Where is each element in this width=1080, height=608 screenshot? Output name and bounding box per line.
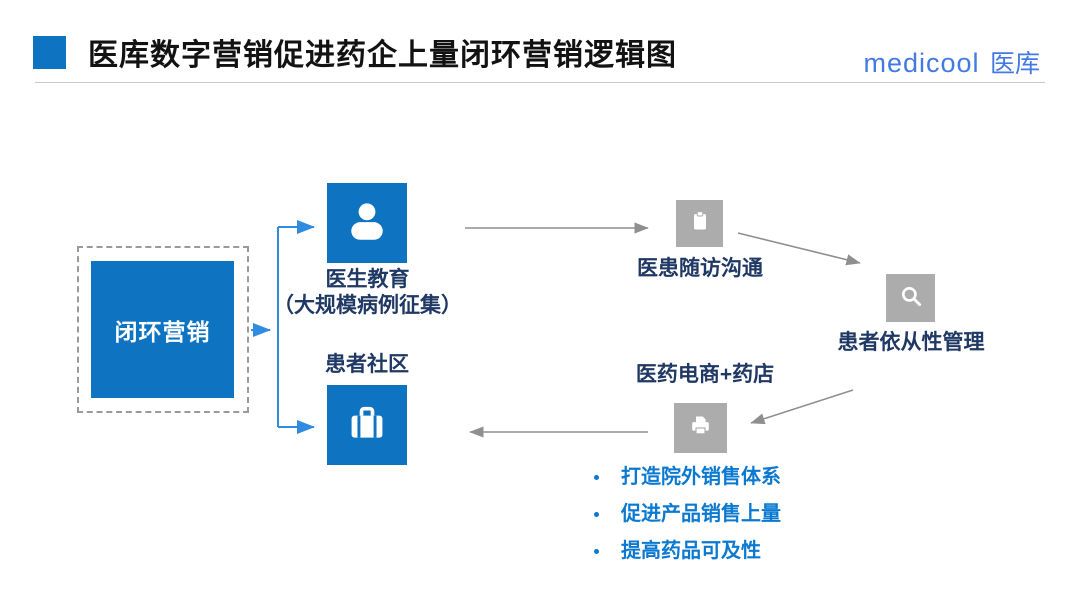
- node-patient-community: [327, 385, 407, 465]
- arrow-followup-to-compliance: [737, 232, 861, 266]
- logo-wordmark: medicool: [863, 48, 980, 78]
- bullet-text: 提高药品可及性: [621, 540, 761, 562]
- bullet-text: 促进产品销售上量: [621, 503, 781, 525]
- header-divider: [35, 82, 1045, 83]
- bullet-dot: [594, 511, 599, 517]
- node-closed-loop-marketing: 闭环营销: [91, 261, 234, 398]
- list-item: 打造院外销售体系: [588, 466, 781, 488]
- bullet-text: 打造院外销售体系: [621, 466, 781, 488]
- clipboard-icon: [688, 209, 712, 238]
- medicool-logo: medicool 医库: [863, 44, 1040, 80]
- briefcase-icon: [345, 401, 389, 450]
- list-item: 提高药品可及性: [588, 540, 781, 562]
- printer-icon: [687, 412, 714, 444]
- search-icon: [898, 283, 924, 314]
- root-label: 闭环营销: [114, 318, 211, 345]
- root-dashed-frame: 闭环营销: [77, 246, 249, 413]
- doctor-education-title: 医生教育: [325, 268, 410, 291]
- followup-label: 医患随访沟通: [637, 257, 763, 280]
- ecommerce-label: 医药电商+药店: [635, 363, 775, 386]
- arrow-compliance-to-ecommerce: [750, 389, 854, 425]
- node-followup: [676, 200, 723, 247]
- doctor-education-subtitle: （大规模病例征集）: [273, 294, 462, 317]
- doctor-education-label: 医生教育 （大规模病例征集）: [240, 267, 495, 319]
- compliance-label: 患者依从性管理: [837, 331, 985, 354]
- logo-chinese-label: 医库: [989, 50, 1040, 78]
- title-bullet-square: [33, 36, 66, 69]
- bullet-dot: [594, 474, 599, 480]
- list-item: 促进产品销售上量: [588, 503, 781, 525]
- node-compliance: [886, 274, 935, 322]
- person-icon: [344, 198, 390, 249]
- patient-community-label: 患者社区: [325, 353, 409, 376]
- node-ecommerce: [674, 403, 727, 453]
- node-doctor-education: [327, 183, 407, 263]
- bullet-dot: [594, 548, 599, 554]
- benefit-list: 打造院外销售体系 促进产品销售上量 提高药品可及性: [588, 466, 781, 577]
- page-title: 医库数字营销促进药企上量闭环营销逻辑图: [88, 39, 677, 72]
